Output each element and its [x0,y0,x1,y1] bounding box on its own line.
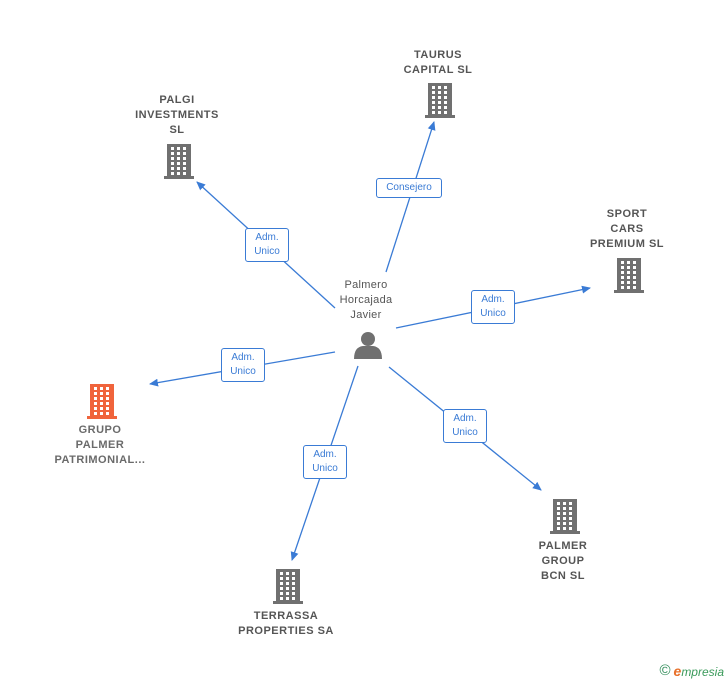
building-icon[interactable] [550,499,580,534]
building-icon[interactable] [87,384,117,419]
footer-brand: © empresia [659,662,724,679]
building-icon[interactable] [164,144,194,179]
building-icon[interactable] [614,258,644,293]
building-icon[interactable] [273,569,303,604]
person-icon[interactable] [354,332,382,359]
company-label-palgi[interactable]: PALGI INVESTMENTS SL [135,94,219,136]
edge-label-terrassa[interactable]: Adm. Unico [303,445,347,479]
company-label-taurus[interactable]: TAURUS CAPITAL SL [403,49,473,76]
edge-label-sport[interactable]: Adm. Unico [471,290,515,324]
edge-label-palgi[interactable]: Adm. Unico [245,228,289,262]
copyright-icon: © [659,662,671,679]
company-label-sport[interactable]: SPORT CARS PREMIUM SL [589,208,665,250]
building-icon[interactable] [425,83,455,118]
edge-label-taurus[interactable]: Consejero [376,178,442,198]
person-label[interactable]: Palmero Horcajada Javier [339,279,393,321]
company-label-terrassa[interactable]: TERRASSA PROPERTIES SA [238,610,334,637]
edge-label-palmer[interactable]: Adm. Unico [443,409,487,443]
edge-label-grupo[interactable]: Adm. Unico [221,348,265,382]
brand-logo[interactable]: empresia [673,662,724,679]
company-label-palmer[interactable]: PALMER GROUP BCN SL [538,540,588,582]
company-label-grupo[interactable]: GRUPO PALMER PATRIMONIAL... [54,424,146,466]
